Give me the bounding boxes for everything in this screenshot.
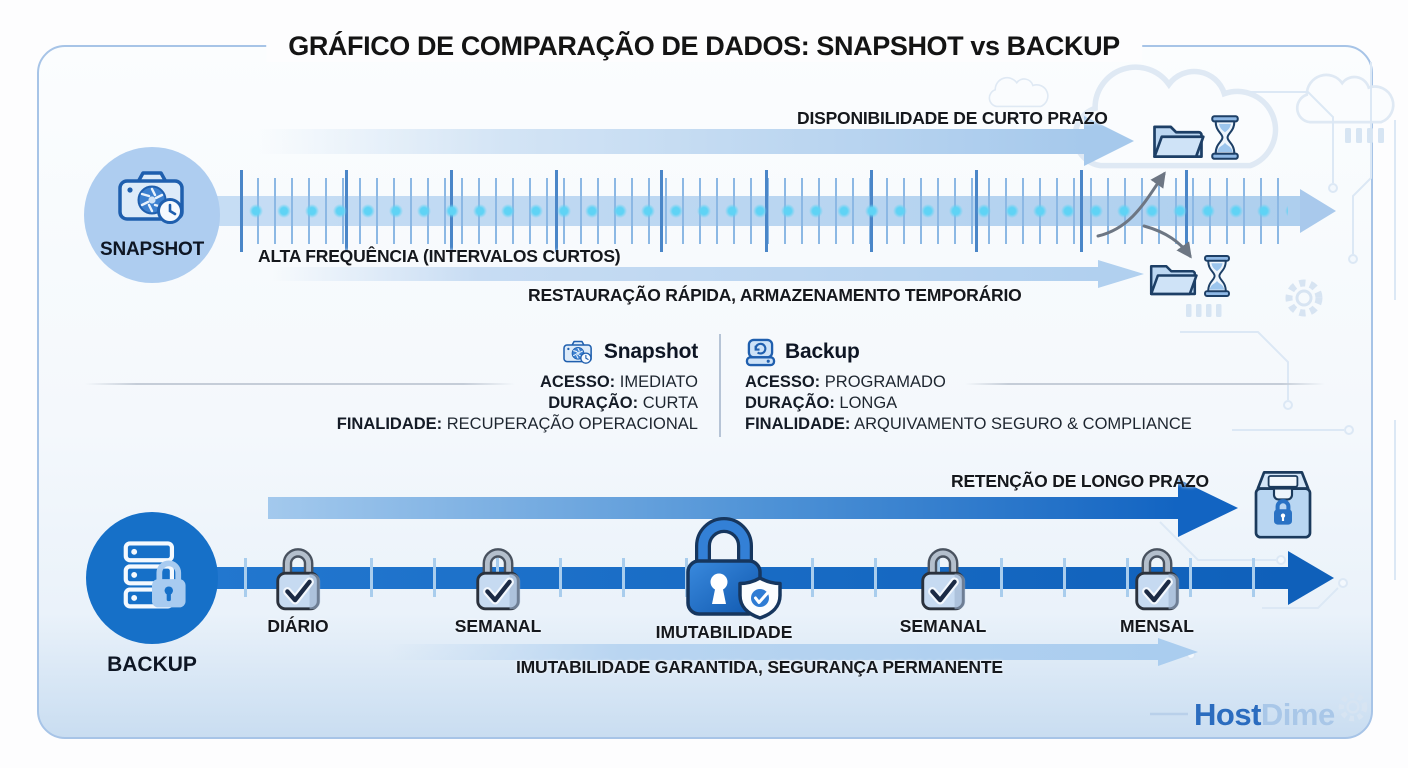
milestone-semanal-1: SEMANAL — [454, 616, 542, 636]
camera-clock-icon — [114, 165, 190, 229]
restore-arrowhead — [1098, 260, 1144, 288]
retention-arrow — [268, 497, 1178, 519]
backup-node-label: BACKUP — [107, 653, 197, 676]
hourglass-icon — [1208, 112, 1242, 163]
hostdime-logo: HostDime — [1194, 697, 1335, 733]
snapshot-finalidade-row: FINALIDADE: RECUPERAÇÃO OPERACIONAL — [300, 414, 698, 435]
comparison-snapshot-column: Snapshot ACESSO: IMEDIATO DURAÇÃO: CURTA… — [300, 336, 698, 435]
logo-host: Host — [1194, 697, 1261, 732]
drive-sync-icon — [745, 338, 776, 367]
restore-label: RESTAURAÇÃO RÁPIDA, ARMAZENAMENTO TEMPOR… — [528, 285, 1022, 305]
milestone-semanal-2: SEMANAL — [899, 616, 987, 636]
row-label: FINALIDADE: — [336, 415, 443, 433]
snapshot-duracao-row: DURAÇÃO: CURTA — [300, 393, 698, 414]
backup-node — [86, 512, 218, 644]
backup-finalidade-row: FINALIDADE: ARQUIVAMENTO SEGURO & COMPLI… — [745, 414, 1192, 435]
guarantee-label: IMUTABILIDADE GARANTIDA, SEGURANÇA PERMA… — [516, 657, 1003, 677]
rule-right — [965, 383, 1325, 385]
milestone-mensal: MENSAL — [1120, 616, 1194, 636]
snapshot-acesso-row: ACESSO: IMEDIATO — [300, 372, 698, 393]
milestone-imutabilidade: IMUTABILIDADE — [655, 622, 793, 642]
restore-arrow — [272, 267, 1098, 281]
backup-acesso-row: ACESSO: PROGRAMADO — [745, 372, 1185, 393]
row-value: IMEDIATO — [619, 373, 698, 391]
retention-label: RETENÇÃO DE LONGO PRAZO — [951, 471, 1209, 491]
frequency-label: ALTA FREQUÊNCIA (INTERVALOS CURTOS) — [258, 246, 621, 266]
comparison-snapshot-heading: Snapshot — [603, 340, 698, 363]
comparison-backup-column: Backup ACESSO: PROGRAMADO DURAÇÃO: LONGA… — [745, 336, 1192, 435]
server-lock-icon — [112, 534, 192, 620]
row-label: DURAÇÃO: — [745, 394, 835, 412]
snapshot-timeline-arrowhead — [1300, 189, 1336, 233]
padlock-check-icon — [916, 541, 970, 613]
row-label: ACESSO: — [539, 373, 616, 391]
camera-clock-icon — [561, 338, 595, 366]
row-value: ARQUIVAMENTO SEGURO & COMPLIANCE — [854, 415, 1192, 433]
comparison-backup-heading: Backup — [785, 340, 860, 363]
row-label: DURAÇÃO: — [548, 394, 639, 412]
padlock-check-icon — [471, 541, 525, 613]
row-label: ACESSO: — [745, 373, 821, 391]
guarantee-arrow — [388, 644, 1158, 660]
padlock-shield-icon — [663, 506, 787, 624]
logo-dime: Dime — [1260, 697, 1335, 732]
row-value: RECUPERAÇÃO OPERACIONAL — [446, 415, 698, 433]
comparison-divider — [719, 334, 721, 437]
short-term-label: DISPONIBILIDADE DE CURTO PRAZO — [797, 108, 1108, 128]
padlock-check-icon — [271, 541, 325, 613]
padlock-check-icon — [1130, 541, 1184, 613]
archive-lock-icon — [1247, 461, 1319, 545]
backup-duracao-row: DURAÇÃO: LONGA — [745, 393, 1185, 414]
rule-left — [85, 383, 515, 385]
guarantee-arrowhead — [1158, 638, 1198, 666]
short-term-arrow — [258, 129, 1084, 154]
row-value: PROGRAMADO — [824, 373, 946, 391]
milestone-diario: DIÁRIO — [267, 616, 329, 636]
timeline-glow-dots — [242, 203, 1288, 219]
snapshot-node-label: SNAPSHOT — [100, 239, 204, 260]
row-value: LONGA — [839, 394, 898, 412]
row-value: CURTA — [642, 394, 698, 412]
backup-timeline-arrowhead — [1288, 551, 1334, 605]
page-title: GRÁFICO DE COMPARAÇÃO DE DADOS: SNAPSHOT… — [266, 31, 1142, 62]
row-label: FINALIDADE: — [745, 415, 851, 433]
curved-arrows — [1096, 171, 1192, 259]
snapshot-node — [84, 147, 220, 283]
